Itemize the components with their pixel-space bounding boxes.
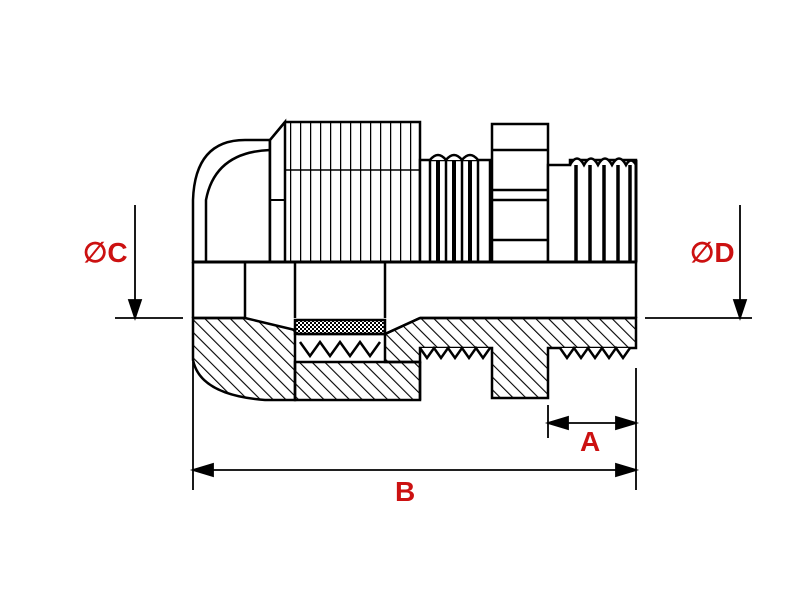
dome-cap-upper [191, 138, 272, 264]
coupling-thread [418, 153, 492, 264]
dim-a-arrow-right [615, 415, 640, 431]
dim-b-label: B [395, 476, 415, 507]
dim-d-label: ∅D [690, 237, 735, 268]
inner-thread-teeth [418, 345, 492, 361]
cable-gland-outline [191, 118, 638, 402]
entry-thread [546, 157, 638, 264]
dome-cap-inner-line [204, 148, 271, 262]
nut-section [293, 360, 422, 402]
dim-a-arrow-left [544, 415, 569, 431]
outer-thread-teeth [558, 345, 632, 361]
dim-a-label: A [580, 426, 600, 457]
cap-section [191, 316, 297, 402]
dim-b-arrow-left [189, 462, 214, 478]
hex-body [490, 122, 550, 264]
seal-insert [293, 318, 387, 336]
clamp-fingers [298, 339, 382, 359]
knurl-pattern [285, 122, 420, 262]
dim-c-arrowhead [127, 299, 143, 321]
dim-b-arrow-right [615, 462, 640, 478]
dim-c-label: ∅C [83, 237, 128, 268]
nut-bevel [269, 118, 287, 262]
dim-d-arrowhead [732, 299, 748, 321]
dimension-lines [115, 205, 752, 490]
body-section [383, 316, 638, 400]
